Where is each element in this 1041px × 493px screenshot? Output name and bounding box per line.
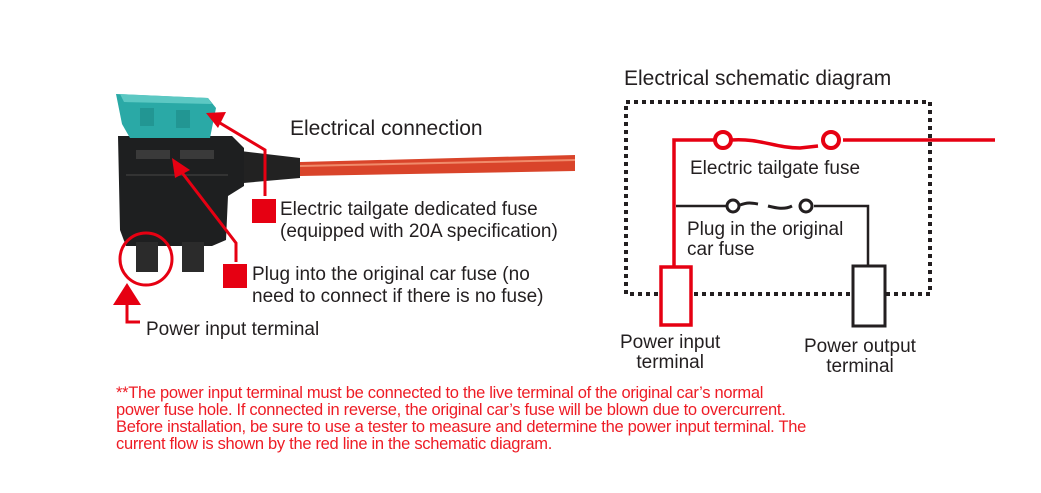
input-terminal-box [659,265,693,327]
tailgate-fuse-label: Electric tailgate fuse [690,158,861,179]
original-fuse-label: Plug in the original car fuse [687,220,843,260]
fuse-tap-illustration [116,94,576,272]
note-line: current flow is shown by the red line in… [116,435,552,453]
callout-marker [223,264,247,288]
callout-original-fuse-label: Plug into the original car fuse (no need… [252,264,544,308]
note-line: Before installation, be sure to use a te… [116,418,806,436]
schematic [624,100,995,328]
callout-text-line: Plug into the original car fuse (no [252,264,530,285]
prong-input [136,242,158,272]
label-line: terminal [636,352,704,373]
label-line: Power input [620,332,721,353]
label-line: Power output [804,336,916,357]
red-wire [300,155,575,176]
fuse-holder-body [118,136,244,246]
note-line: power fuse hole. If connected in reverse… [116,401,786,419]
output-terminal-label: Power output terminal [804,337,916,377]
highlight-circle [118,231,174,287]
label-line: terminal [826,356,894,377]
callout-text-line: Electric tailgate dedicated fuse [280,199,538,220]
left-panel-title: Electrical connection [290,117,483,140]
note-line: **The power input terminal must be conne… [116,384,764,402]
prong-output [182,242,204,272]
schematic-title: Electrical schematic diagram [624,67,892,90]
callout-text-line: need to connect if there is no fuse) [252,286,544,307]
fuse-node [821,130,841,150]
fuse-node [713,130,733,150]
callout-original-fuse [172,158,247,288]
label-line: car fuse [687,239,755,260]
blade-fuse [116,94,216,138]
callout-power-input [113,231,174,324]
callout-tailgate-fuse [206,112,276,223]
callout-power-input-label: Power input terminal [146,319,320,340]
output-terminal-box [851,264,887,328]
input-terminal-label: Power input terminal [620,333,720,373]
callout-text-line: (equipped with 20A specification) [280,221,558,242]
label-line: Plug in the original [687,219,844,240]
enclosure-border [624,100,932,296]
callout-tailgate-fuse-label: Electric tailgate dedicated fuse (equipp… [280,199,558,243]
callout-marker [252,199,276,223]
installation-warning-note: **The power input terminal must be conne… [116,385,976,453]
